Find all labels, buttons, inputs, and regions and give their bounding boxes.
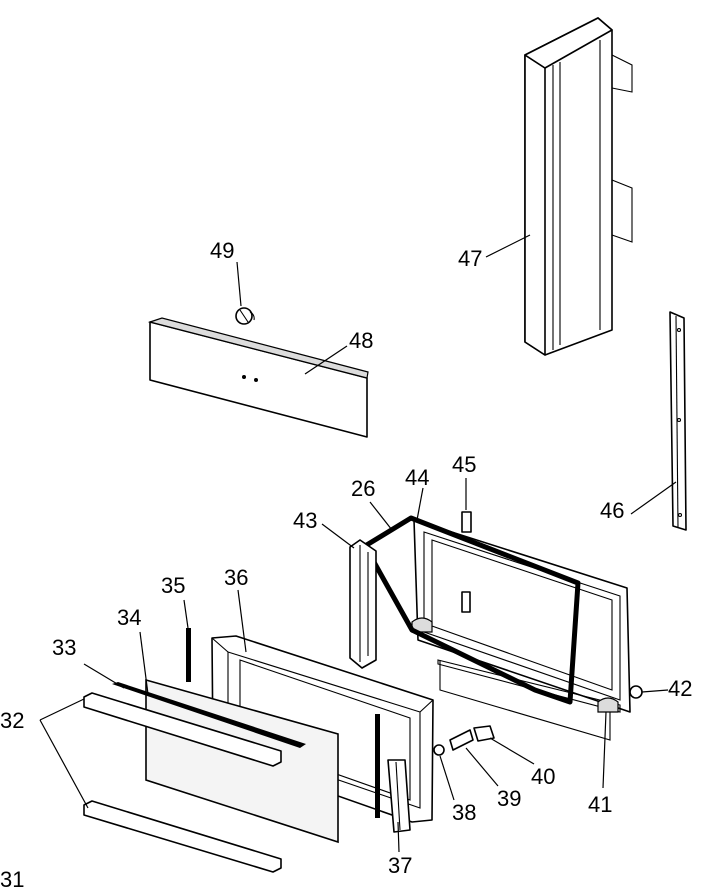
label-42: 42	[668, 676, 692, 701]
part-37-hinge-guide	[387, 759, 411, 833]
parts-38-42-hinge-components	[433, 685, 643, 756]
label-48: 48	[349, 328, 373, 353]
label-47: 47	[458, 246, 482, 271]
label-38: 38	[452, 800, 476, 825]
part-33-seal-strip	[112, 682, 306, 748]
label-35: 35	[161, 573, 185, 598]
part-35-seal-strip	[186, 628, 380, 818]
part-45-latch-block	[461, 511, 472, 533]
label-39: 39	[497, 786, 521, 811]
part-49-knob	[235, 307, 255, 325]
label-26: 26	[351, 476, 375, 501]
part-44-door-inner-panel	[411, 519, 631, 741]
part-32-trims	[83, 692, 282, 873]
part-46-side-rail	[669, 311, 687, 531]
leader-lines	[39, 234, 677, 853]
part-43-bracket	[349, 539, 377, 669]
label-40: 40	[531, 764, 555, 789]
part-number-labels: 49 48 47 46 45 44 26 43 36 35 34 33 32 3…	[0, 238, 692, 887]
label-36: 36	[224, 565, 248, 590]
label-32: 32	[0, 708, 24, 733]
label-43: 43	[293, 508, 317, 533]
label-46: 46	[600, 498, 624, 523]
part-47-side-panel	[524, 17, 633, 356]
label-37: 37	[388, 853, 412, 878]
part-48-control-panel	[147, 317, 369, 438]
part-26-gasket	[362, 515, 581, 705]
label-33: 33	[52, 635, 76, 660]
label-45: 45	[452, 452, 476, 477]
label-49: 49	[210, 238, 234, 263]
part-34-glass-pane	[145, 678, 339, 844]
label-41: 41	[588, 792, 612, 817]
label-34: 34	[117, 605, 141, 630]
label-31: 31	[0, 867, 24, 887]
label-44: 44	[405, 465, 429, 490]
